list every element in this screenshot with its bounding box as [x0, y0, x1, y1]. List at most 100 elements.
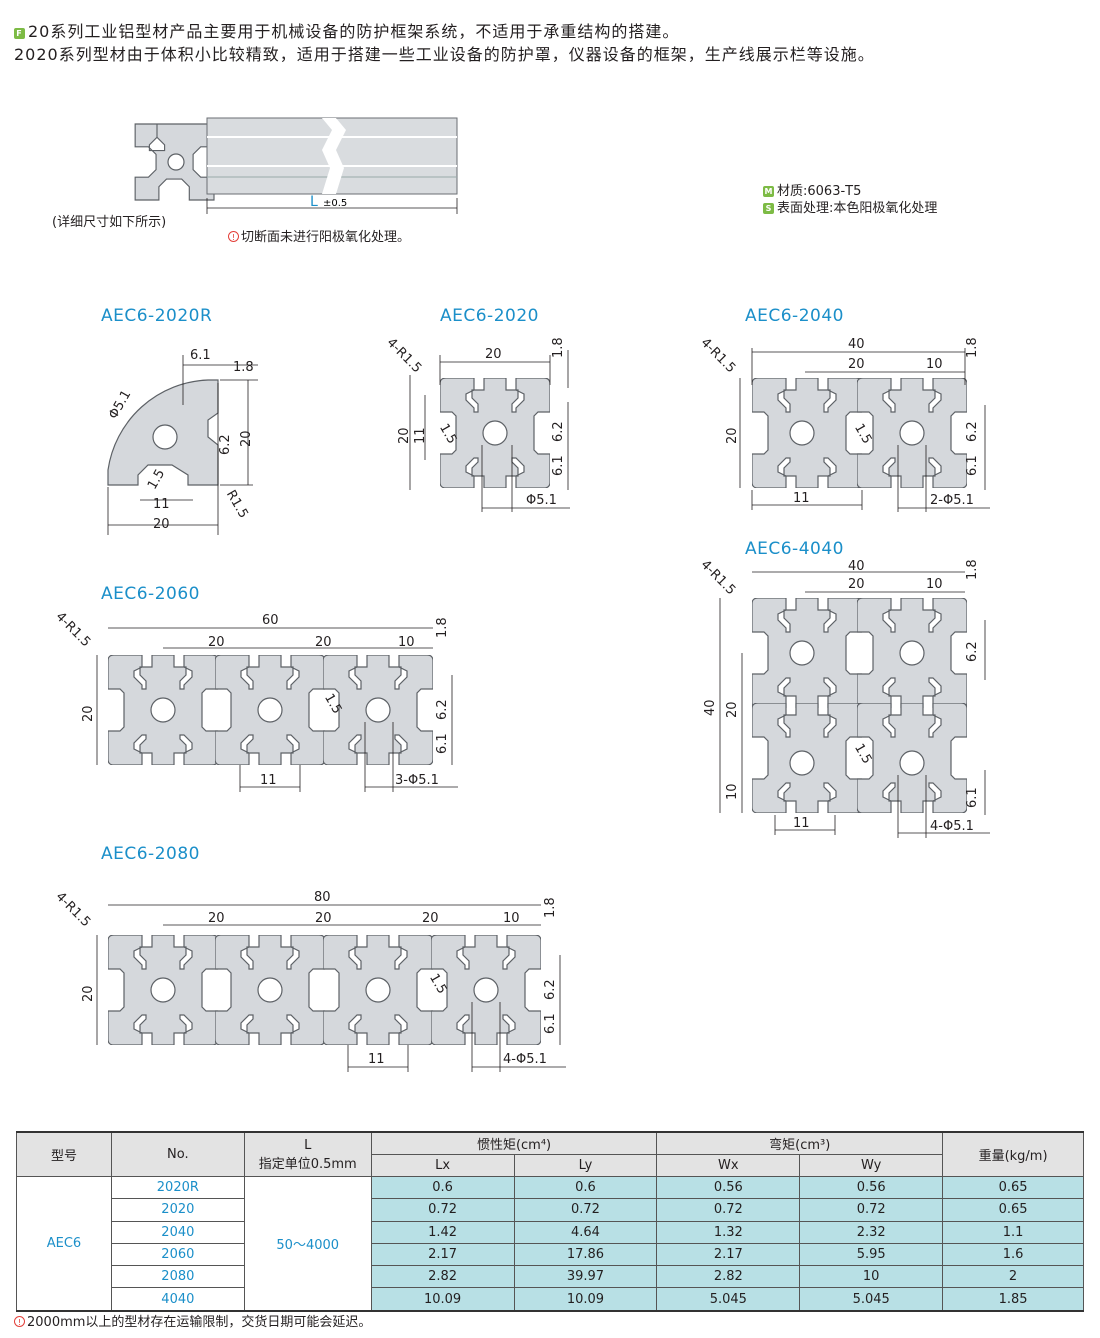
svg-text:6.1: 6.1 [543, 1013, 558, 1034]
title-2060: AEC6-2060 [101, 584, 200, 604]
svg-text:6.1: 6.1 [190, 348, 211, 363]
table-row: 2060 2.17 17.86 2.17 5.95 1.6 [17, 1242, 1084, 1267]
table-row: 2080 2.82 39.97 2.82 10 2 [17, 1265, 1084, 1289]
svg-text:1.8: 1.8 [543, 897, 558, 918]
intro-line-2: 2020系列型材由于体积小比较精致，适用于搭建一些工业设备的防护罩，仪器设备的框… [14, 45, 875, 64]
svg-text:2-Φ5.1: 2-Φ5.1 [930, 493, 974, 508]
svg-text:20: 20 [725, 427, 740, 444]
table-row: 2040 1.42 4.64 1.32 2.32 1.1 [17, 1220, 1084, 1244]
svg-text:Φ5.1: Φ5.1 [526, 493, 557, 508]
svg-text:3-Φ5.1: 3-Φ5.1 [395, 773, 439, 788]
drawing-2080: 80 20 20 20 10 4-R1.5 1.8 20 1.5 6.2 6.1… [53, 889, 566, 1072]
table-row: AEC6 2020R 50～4000 0.6 0.6 0.56 0.56 0.6… [16, 1175, 1084, 1312]
svg-text:6.2: 6.2 [543, 979, 558, 1000]
table-row: 2020 0.72 0.72 0.72 0.72 0.65 [17, 1198, 1084, 1222]
header-weight: 重量(kg/m) [942, 1131, 1084, 1177]
svg-text:20: 20 [208, 911, 225, 926]
svg-text:10: 10 [926, 577, 943, 592]
header-wy: Wy [799, 1154, 944, 1177]
svg-text:6.2: 6.2 [218, 434, 233, 455]
svg-text:10: 10 [398, 635, 415, 650]
header-ly: Ly [513, 1154, 658, 1177]
svg-text:10: 10 [926, 357, 943, 372]
svg-text:10: 10 [503, 911, 520, 926]
svg-text:4-R1.5: 4-R1.5 [698, 335, 739, 376]
svg-text:10: 10 [725, 783, 740, 800]
warning-icon: ! [14, 1316, 25, 1327]
svg-text:1.5: 1.5 [851, 741, 874, 766]
header-lx: Lx [370, 1154, 515, 1177]
svg-text:4-R1.5: 4-R1.5 [698, 557, 739, 598]
svg-text:4-R1.5: 4-R1.5 [53, 889, 94, 930]
range-cell: 50～4000 [243, 1175, 372, 1312]
svg-text:20: 20 [422, 911, 439, 926]
title-2020: AEC6-2020 [440, 306, 539, 326]
warning-icon: ! [228, 231, 239, 242]
svg-text:6.1: 6.1 [965, 455, 980, 476]
drawing-2040: 40 20 10 4-R1.5 1.8 20 1.5 6.2 6.1 11 2-… [698, 335, 990, 512]
svg-text:1.8: 1.8 [965, 559, 980, 580]
m-badge-icon: M [763, 186, 774, 197]
footnote: !2000mm以上的型材存在运输限制，交货日期可能会延迟。 [14, 1311, 371, 1330]
svg-text:20: 20 [208, 635, 225, 650]
svg-text:1.5: 1.5 [426, 971, 449, 996]
svg-text:4-R1.5: 4-R1.5 [384, 335, 425, 376]
svg-text:R1.5: R1.5 [223, 488, 251, 521]
profile-bar [206, 117, 458, 214]
svg-text:20: 20 [315, 911, 332, 926]
header-model: 型号 [16, 1131, 112, 1177]
svg-text:20: 20 [81, 705, 96, 722]
header-inertia: 惯性矩(cm⁴) [370, 1131, 658, 1155]
detail-note: (详细尺寸如下所示) [52, 215, 167, 230]
f-badge-icon: F [14, 28, 25, 39]
svg-text:40: 40 [703, 699, 718, 716]
title-2080: AEC6-2080 [101, 844, 200, 864]
drawing-2020r: 6.1 1.8 Φ5.1 6.2 20 1.5 11 20 R1.5 [106, 348, 258, 535]
svg-text:6.1: 6.1 [551, 455, 566, 476]
svg-text:4-R1.5: 4-R1.5 [53, 609, 94, 650]
svg-text:6.2: 6.2 [965, 421, 980, 442]
svg-text:20: 20 [848, 357, 865, 372]
cut-note: !切断面未进行阳极氧化处理。 [228, 226, 410, 245]
svg-text:4-Φ5.1: 4-Φ5.1 [503, 1052, 547, 1067]
svg-text:6.1: 6.1 [965, 787, 980, 808]
svg-text:20: 20 [848, 577, 865, 592]
drawing-4040: 40 20 10 4-R1.5 1.8 6.2 40 20 1.5 10 6.1… [698, 557, 990, 838]
svg-text:1.8: 1.8 [233, 360, 254, 375]
title-4040: AEC6-4040 [745, 539, 844, 559]
svg-text:20: 20 [397, 427, 412, 444]
length-label: L [310, 194, 318, 210]
svg-text:11: 11 [793, 491, 810, 506]
svg-text:11: 11 [413, 427, 428, 444]
svg-text:40: 40 [848, 337, 865, 352]
svg-text:20: 20 [153, 517, 170, 532]
svg-text:1.8: 1.8 [965, 337, 980, 358]
drawing-2020: 20 4-R1.5 20 11 1.5 1.8 6.2 6.1 Φ5.1 [384, 335, 570, 512]
overview-illustration: L ±0.5 [134, 117, 458, 214]
svg-text:11: 11 [793, 816, 810, 831]
svg-text:20: 20 [81, 985, 96, 1002]
svg-text:20: 20 [485, 347, 502, 362]
drawings-canvas: 6.1 1.8 Φ5.1 6.2 20 1.5 11 20 R1.5 20 4-… [53, 335, 990, 1072]
svg-text:11: 11 [260, 773, 277, 788]
svg-text:11: 11 [153, 497, 170, 512]
header-no: No. [110, 1131, 245, 1177]
s-badge-icon: S [763, 203, 774, 214]
svg-text:1.5: 1.5 [851, 421, 874, 446]
intro-line-1: 20系列工业铝型材产品主要用于机械设备的防护框架系统，不适用于承重结构的搭建。 [28, 22, 680, 41]
svg-text:4-Φ5.1: 4-Φ5.1 [930, 819, 974, 834]
svg-text:6.1: 6.1 [435, 733, 450, 754]
svg-text:Φ5.1: Φ5.1 [106, 388, 134, 422]
model-cell: AEC6 [16, 1175, 112, 1312]
svg-text:20: 20 [315, 635, 332, 650]
title-2040: AEC6-2040 [745, 306, 844, 326]
svg-text:11: 11 [368, 1052, 385, 1067]
drawing-2060: 60 20 20 10 4-R1.5 1.8 20 1.5 6.2 6.1 11… [53, 609, 458, 792]
svg-text:6.2: 6.2 [551, 421, 566, 442]
svg-text:6.2: 6.2 [435, 699, 450, 720]
